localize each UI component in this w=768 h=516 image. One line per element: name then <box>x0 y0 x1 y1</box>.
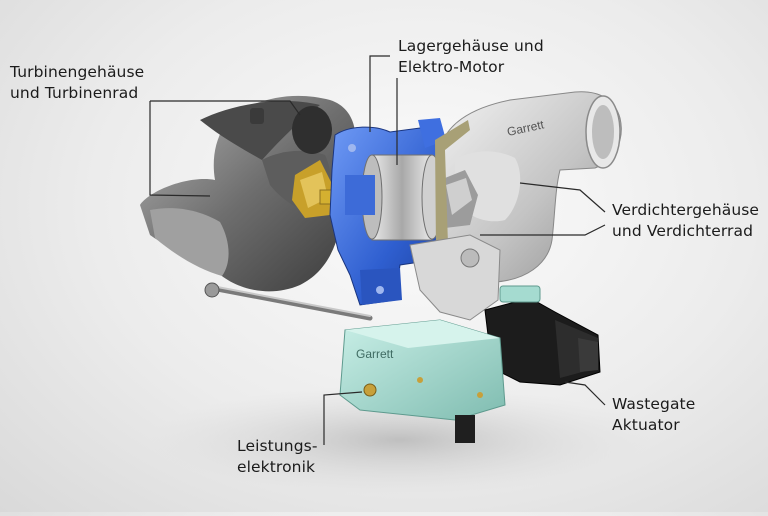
turbine-housing <box>140 95 356 292</box>
label-wastegate-line1: Wastegate <box>612 395 696 413</box>
leader-turbine-wheel <box>149 101 211 197</box>
floor-shadow <box>150 385 650 495</box>
label-wastegate-line2: Aktuator <box>612 416 680 434</box>
leader-lines <box>149 55 606 445</box>
label-bearing-housing: Lagergehäuse und Elektro-Motor <box>398 36 544 78</box>
leader-bearing <box>369 55 390 132</box>
label-turbine-line1: Turbinengehäuse <box>10 63 145 81</box>
label-bearing-line2: Elektro-Motor <box>398 58 505 76</box>
label-electronics: Leistungs- elektronik <box>237 436 318 478</box>
label-electronics-line1: Leistungs- <box>237 437 318 455</box>
leader-electronics <box>323 391 363 445</box>
electronics-logo: Garrett <box>356 347 394 361</box>
leader-wastegate <box>564 381 606 406</box>
label-bearing-line1: Lagergehäuse und <box>398 37 544 55</box>
leader-compressor-housing <box>519 182 606 213</box>
label-compressor-line2: und Verdichterrad <box>612 222 754 240</box>
label-compressor-line1: Verdichtergehäuse <box>612 201 760 219</box>
power-electronics <box>339 319 506 443</box>
label-wastegate: Wastegate Aktuator <box>612 394 695 436</box>
wastegate-actuator <box>484 285 601 386</box>
leader-turbine <box>150 100 301 116</box>
label-compressor: Verdichtergehäuse und Verdichterrad <box>612 200 759 242</box>
label-turbine-line2: und Turbinenrad <box>10 84 139 102</box>
leader-compressor-wheel <box>480 224 606 236</box>
label-turbine-housing: Turbinengehäuse und Turbinenrad <box>10 62 144 104</box>
wastegate-rod <box>204 282 373 321</box>
label-electronics-line2: elektronik <box>237 458 316 476</box>
